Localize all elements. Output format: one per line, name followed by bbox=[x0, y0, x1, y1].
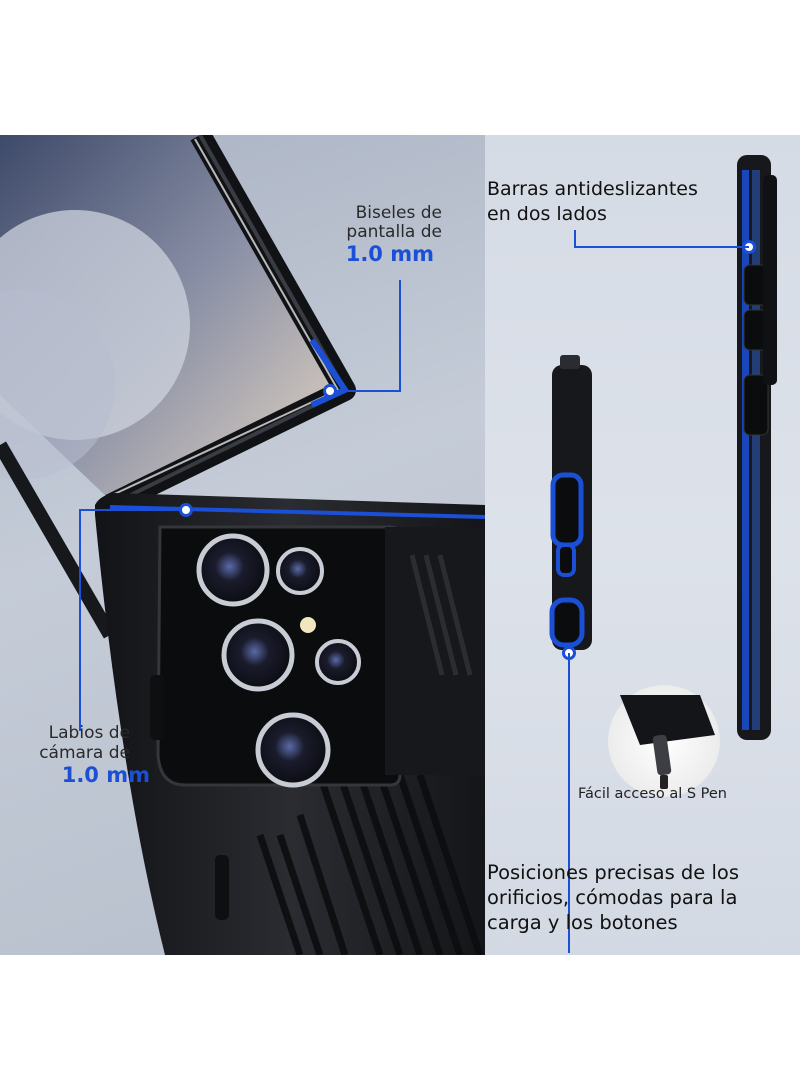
spen-label: Fácil acceso al S Pen bbox=[578, 786, 727, 802]
callout-dots bbox=[179, 384, 337, 517]
callout-lines bbox=[79, 230, 749, 953]
camera-lip-line1: Labios de bbox=[48, 723, 130, 743]
product-feature-panel: Biseles de pantalla de 1.0 mm Labios de … bbox=[0, 135, 800, 955]
phone-side-short-illustration bbox=[549, 355, 592, 660]
spen-zoom-illustration bbox=[608, 685, 720, 797]
screen-bezel-line1: Biseles de bbox=[355, 203, 442, 223]
product-illustration bbox=[0, 135, 777, 955]
screen-bezel-value: 1.0 mm bbox=[345, 242, 434, 266]
screen-bezel-line2: pantalla de bbox=[346, 222, 442, 242]
phone-side-tall-illustration bbox=[737, 155, 777, 740]
anti-slip-line1: Barras antideslizantes bbox=[487, 178, 698, 200]
camera-lip-line2: cámara de bbox=[39, 743, 130, 763]
cutouts-line3: carga y los botones bbox=[487, 911, 678, 934]
camera-lip-value: 1.0 mm bbox=[61, 763, 150, 787]
cutouts-line1: Posiciones precisas de los bbox=[487, 861, 740, 884]
cutouts-line2: orificios, cómodas para la bbox=[487, 886, 738, 909]
camera-module-illustration bbox=[95, 493, 486, 955]
anti-slip-line2: en dos lados bbox=[487, 203, 607, 225]
